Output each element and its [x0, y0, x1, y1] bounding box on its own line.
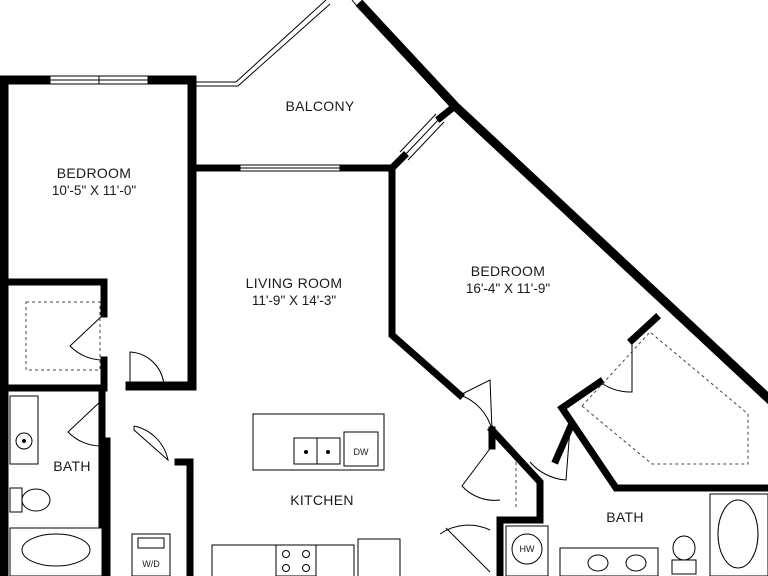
water-heater-label: HW: [520, 544, 535, 554]
kitchen-island: DW: [252, 413, 385, 471]
balcony-label: BALCONY: [285, 98, 354, 114]
balcony-railing: [196, 0, 331, 87]
kitchen-label: KITCHEN: [290, 492, 354, 508]
washer-dryer-label: W/D: [142, 559, 160, 569]
windows: [49, 75, 445, 172]
bath-left-label: BATH: [53, 458, 91, 474]
left-bath-fixtures: [9, 395, 103, 576]
closet-shelf: [581, 331, 749, 465]
bedroom-left-dimensions: 10'-5" X 11'-0": [52, 183, 136, 198]
closet-shelf: [25, 301, 101, 371]
dishwasher-label: DW: [354, 447, 369, 457]
water-heater: [511, 533, 543, 565]
bedroom-right-dimensions: 16'-4" X 11'-9": [466, 281, 550, 296]
bedroom-right-label: BEDROOM: [471, 263, 545, 279]
living-room-dimensions: 11'-9" X 14'-3": [252, 293, 336, 308]
bedroom-left-label: BEDROOM: [57, 165, 131, 181]
dishwasher: [343, 431, 379, 467]
bath-right-label: BATH: [606, 509, 644, 525]
doors: [67, 313, 633, 573]
stove: [275, 544, 317, 576]
right-bath-fixtures: [559, 493, 768, 576]
living-room-label: LIVING ROOM: [246, 275, 343, 291]
refrigerator: [357, 538, 401, 576]
